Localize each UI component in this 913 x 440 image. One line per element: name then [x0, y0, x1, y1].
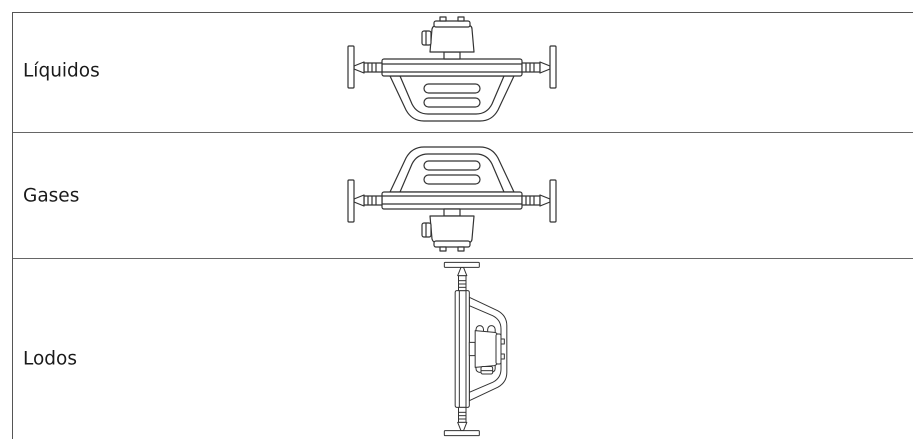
row-label-liquidos: Líquidos: [23, 60, 100, 82]
meter-horizontal-housing-up-icon: [347, 16, 557, 122]
table-row: Lodos: [13, 259, 913, 440]
table-row: Gases: [13, 133, 913, 259]
row-label-gases: Gases: [23, 185, 80, 206]
application-table: Líquidos Gases Lodos: [12, 12, 913, 439]
meter-horizontal-housing-down-icon: [347, 146, 557, 252]
table-row: Líquidos: [13, 13, 913, 133]
row-label-lodos: Lodos: [23, 348, 78, 370]
meter-vertical-flag-icon: [443, 261, 508, 437]
